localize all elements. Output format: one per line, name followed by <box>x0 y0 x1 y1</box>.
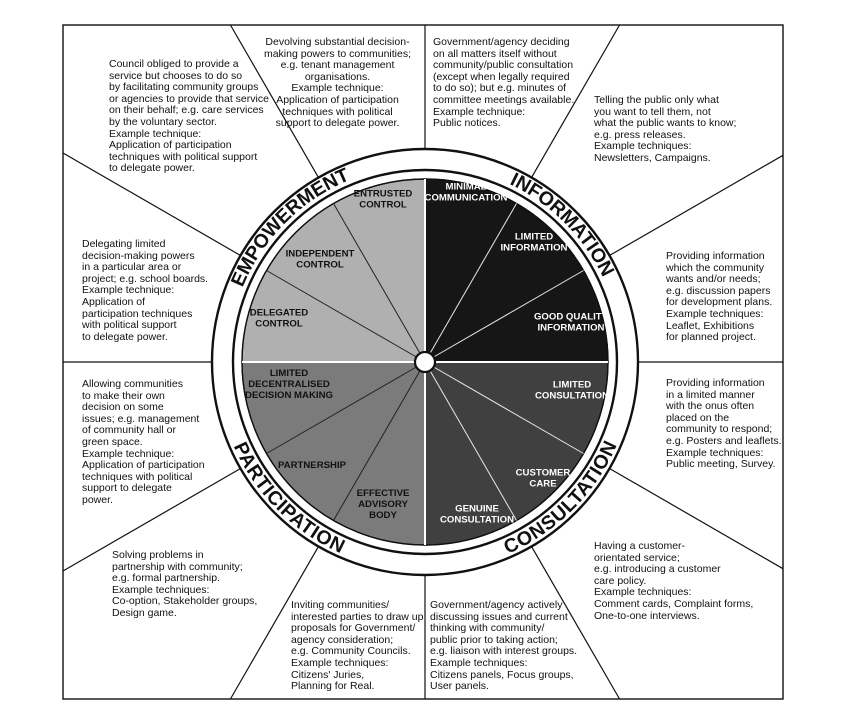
description-limited-information: Telling the public only what you want to… <box>594 94 737 164</box>
description-effective-advisory-body: Inviting communities/ interested parties… <box>291 599 424 693</box>
description-limited-consultation: Providing information in a limited manne… <box>666 377 782 471</box>
segment-divider <box>429 203 517 354</box>
radial-line <box>609 154 784 257</box>
radial-line <box>530 24 621 178</box>
description-entrusted-control: Devolving substantial decision- making p… <box>263 36 412 130</box>
segment-divider <box>333 370 421 521</box>
radial-line <box>609 467 784 570</box>
radial-lines <box>62 24 784 700</box>
radial-line <box>229 24 320 178</box>
description-limited-decentralised-decision-making: Allowing communities to make their own d… <box>82 378 205 506</box>
quadrant-sector-information <box>424 178 609 363</box>
description-minimal-communication: Government/agency deciding on all matter… <box>433 36 575 130</box>
segment-divider <box>333 203 421 354</box>
segment-divider-lines <box>242 179 608 545</box>
segment-divider <box>433 366 584 454</box>
description-genuine-consultation: Government/agency actively discussing is… <box>430 599 578 693</box>
description-good-quality-information: Providing information which the communit… <box>666 250 773 344</box>
radial-line <box>530 546 621 700</box>
radial-line <box>229 546 320 700</box>
description-delegated-control: Delegating limited decision-making power… <box>82 238 209 343</box>
segment-divider <box>433 270 584 358</box>
description-partnership: Solving problems in partnership with com… <box>112 549 258 619</box>
segment-label: PARTNERSHIP <box>278 460 347 471</box>
description-independent-control: Council obliged to provide a service but… <box>109 58 269 175</box>
wheel-hub <box>413 350 437 374</box>
segment-divider <box>429 370 517 521</box>
segment-divider <box>266 270 417 358</box>
radial-line <box>62 152 241 257</box>
description-customer-care: Having a customer- orientated service; e… <box>594 540 754 622</box>
segment-divider <box>266 366 417 454</box>
radial-line <box>62 467 241 572</box>
quadrant-sectors <box>241 178 609 546</box>
